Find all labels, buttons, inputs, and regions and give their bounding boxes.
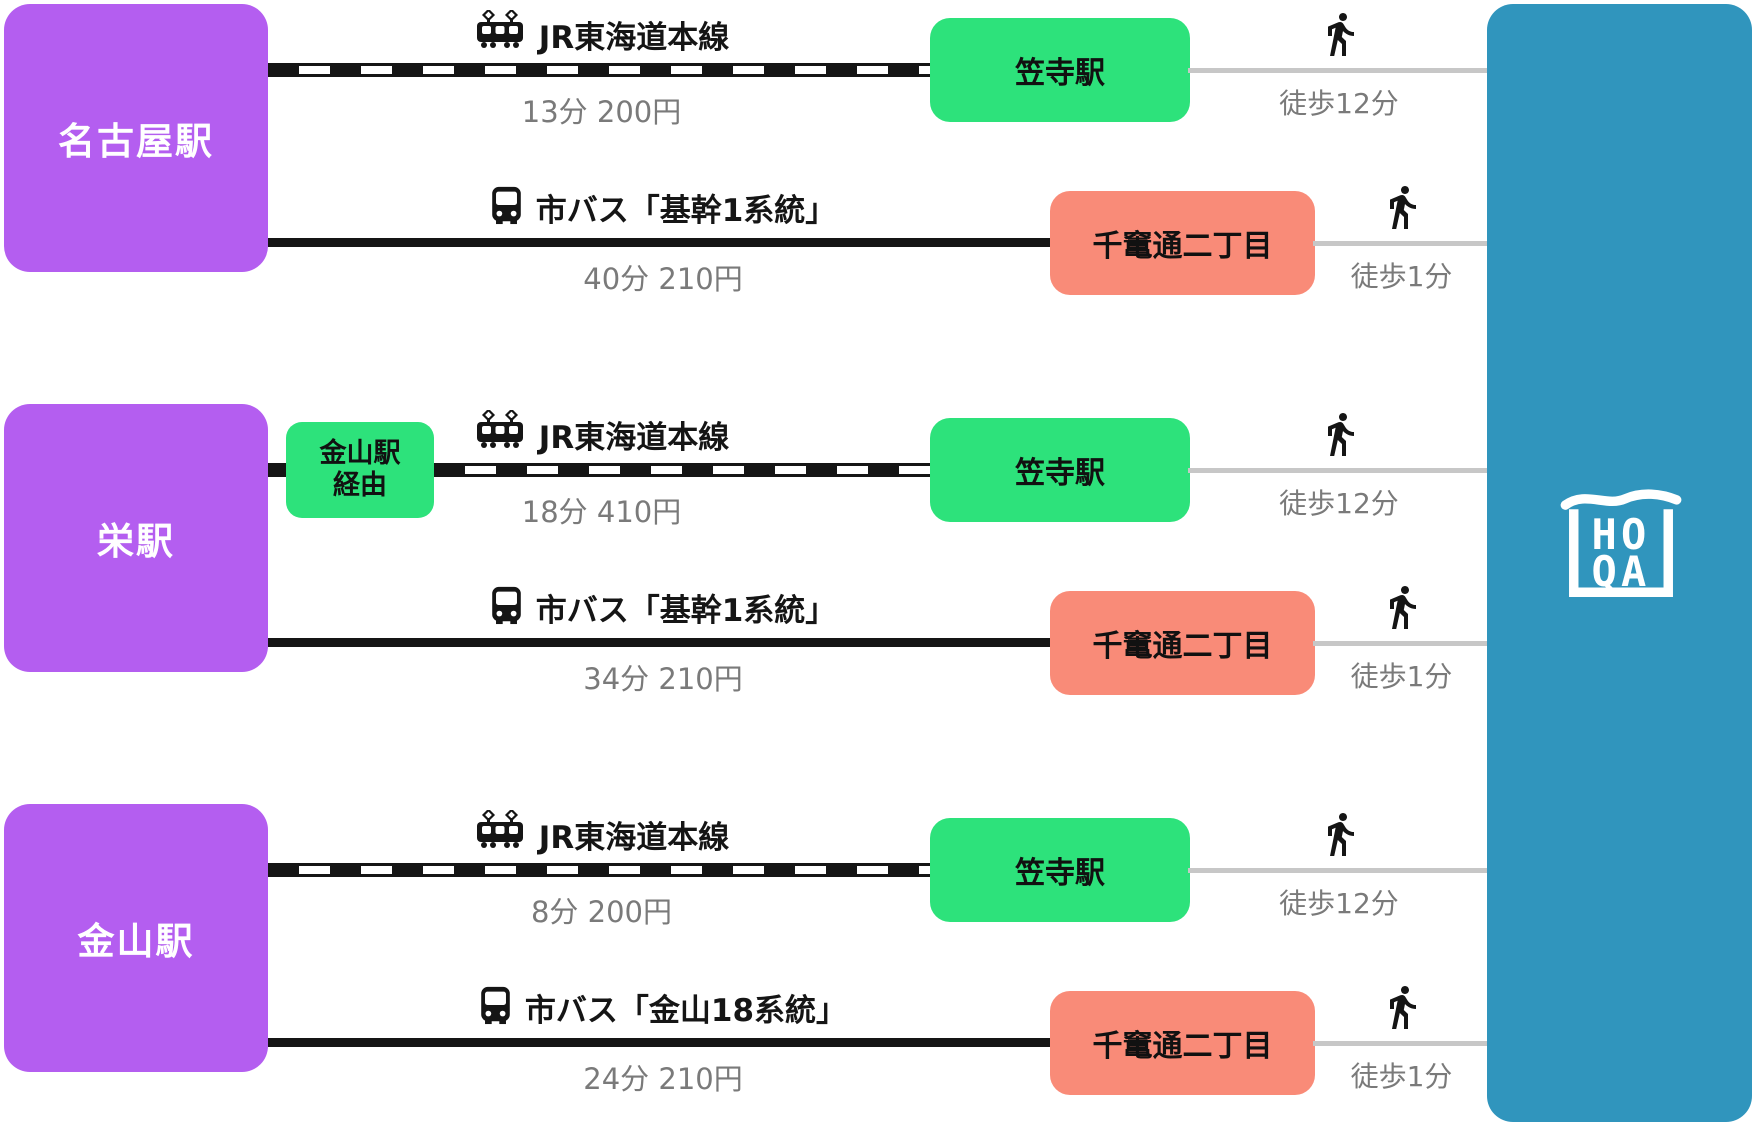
bus-line-name: 市バス「基幹1系統」 (535, 592, 837, 629)
stop-badge-kasadera: 笠寺駅 (930, 418, 1190, 522)
walk-line (1313, 641, 1490, 646)
bus-route-label: 市バス「金山18系統」 (268, 983, 1058, 1031)
bus-route-label: 市バス「基幹1系統」 (268, 183, 1058, 231)
stop-badge-kasadera: 笠寺駅 (930, 818, 1190, 922)
route-group-nagoya: 名古屋駅 JR東海道本線 13分 200円 笠寺駅 徒歩12分 市バス「基幹1系… (0, 4, 1756, 296)
bus-duration-fare: 24分 210円 (583, 1062, 743, 1096)
walk-duration-label: 徒歩1分 (1350, 660, 1453, 693)
walk-icon (1378, 581, 1426, 633)
bus-line (268, 1038, 1058, 1047)
railway-line (268, 63, 935, 77)
rail-duration-fare: 13分 200円 (521, 95, 682, 129)
railway-line-stub (268, 463, 290, 477)
station-box-sakae: 栄駅 (4, 404, 268, 672)
rail-line-name: JR東海道本線 (538, 419, 730, 456)
station-box-kanayama: 金山駅 (4, 804, 268, 1072)
walk-duration-label: 徒歩12分 (1279, 487, 1399, 520)
walk-icon (1378, 181, 1426, 233)
walk-line (1313, 241, 1490, 246)
railway-line (434, 463, 935, 477)
walk-duration-label: 徒歩12分 (1279, 887, 1399, 920)
route-group-kanayama: 金山駅 JR東海道本線 8分 200円 笠寺駅 徒歩12分 市バス「金山18系統… (0, 804, 1756, 1096)
rail-route-label: JR東海道本線 (268, 10, 935, 58)
bus-duration-fare: 34分 210円 (583, 662, 743, 696)
station-box-nagoya: 名古屋駅 (4, 4, 268, 272)
bus-line-name: 市バス「基幹1系統」 (535, 192, 837, 229)
bus-icon (479, 985, 512, 1025)
train-icon (474, 410, 526, 452)
stop-badge-chikamadori: 千竃通二丁目 (1050, 591, 1315, 695)
walk-icon (1378, 981, 1426, 1033)
rail-duration-fare: 8分 200円 (530, 895, 673, 929)
walk-line (1313, 1041, 1490, 1046)
hoqa-logo (1558, 482, 1684, 608)
walk-line (1188, 68, 1490, 73)
train-icon (474, 10, 526, 52)
rail-line-name: JR東海道本線 (538, 819, 730, 856)
walk-duration-label: 徒歩12分 (1279, 87, 1399, 120)
via-line1: 金山駅 (319, 437, 401, 469)
walk-icon (1316, 8, 1364, 60)
rail-line-name: JR東海道本線 (538, 19, 730, 56)
railway-line (268, 863, 935, 877)
stop-badge-chikamadori: 千竃通二丁目 (1050, 991, 1315, 1095)
bus-line (268, 638, 1058, 647)
bus-duration-fare: 40分 210円 (583, 262, 743, 296)
walk-line (1188, 468, 1490, 473)
rail-route-label: JR東海道本線 (268, 410, 935, 458)
bus-line-name: 市バス「金山18系統」 (524, 992, 848, 1029)
bus-route-label: 市バス「基幹1系統」 (268, 583, 1058, 631)
stop-badge-chikamadori: 千竃通二丁目 (1050, 191, 1315, 295)
bus-line (268, 238, 1058, 247)
walk-duration-label: 徒歩1分 (1350, 260, 1453, 293)
route-group-sakae: 栄駅 金山駅 経由 JR東海道本線 18分 410円 笠寺駅 徒歩12分 市バス… (0, 404, 1756, 696)
walk-duration-label: 徒歩1分 (1350, 1060, 1453, 1093)
rail-duration-fare: 18分 410円 (521, 495, 682, 529)
rail-route-label: JR東海道本線 (268, 810, 935, 858)
walk-line (1188, 868, 1490, 873)
walk-icon (1316, 408, 1364, 460)
via-badge-kanayama: 金山駅 経由 (286, 422, 434, 518)
train-icon (474, 810, 526, 852)
bus-icon (490, 185, 523, 225)
bus-icon (490, 585, 523, 625)
stop-badge-kasadera: 笠寺駅 (930, 18, 1190, 122)
walk-icon (1316, 808, 1364, 860)
via-line2: 経由 (333, 470, 387, 501)
